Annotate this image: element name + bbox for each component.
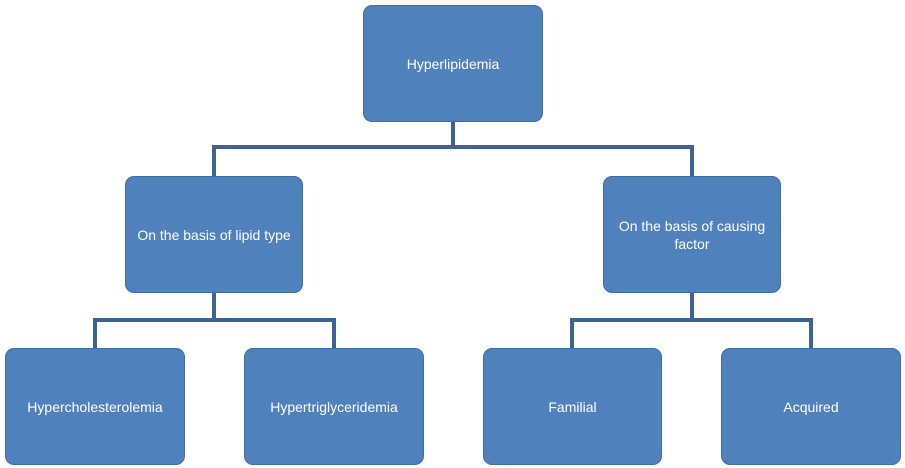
node-hypertriglyceridemia-label: Hypertriglyceridemia [270, 398, 398, 415]
node-causing-factor-label: On the basis of causing factor [618, 217, 766, 252]
node-hypertriglyceridemia: Hypertriglyceridemia [244, 348, 424, 465]
node-hyperlipidemia: Hyperlipidemia [363, 5, 543, 122]
node-hyperlipidemia-label: Hyperlipidemia [406, 55, 500, 72]
node-lipid-type-label: On the basis of lipid type [137, 226, 291, 243]
node-familial: Familial [483, 348, 662, 465]
node-hypercholesterolemia-label: Hypercholesterolemia [27, 398, 163, 415]
node-causing-factor: On the basis of causing factor [603, 176, 781, 293]
node-acquired-label: Acquired [783, 398, 839, 415]
node-hypercholesterolemia: Hypercholesterolemia [5, 348, 185, 465]
node-lipid-type: On the basis of lipid type [125, 176, 303, 293]
node-familial-label: Familial [548, 398, 597, 415]
node-acquired: Acquired [721, 348, 901, 465]
